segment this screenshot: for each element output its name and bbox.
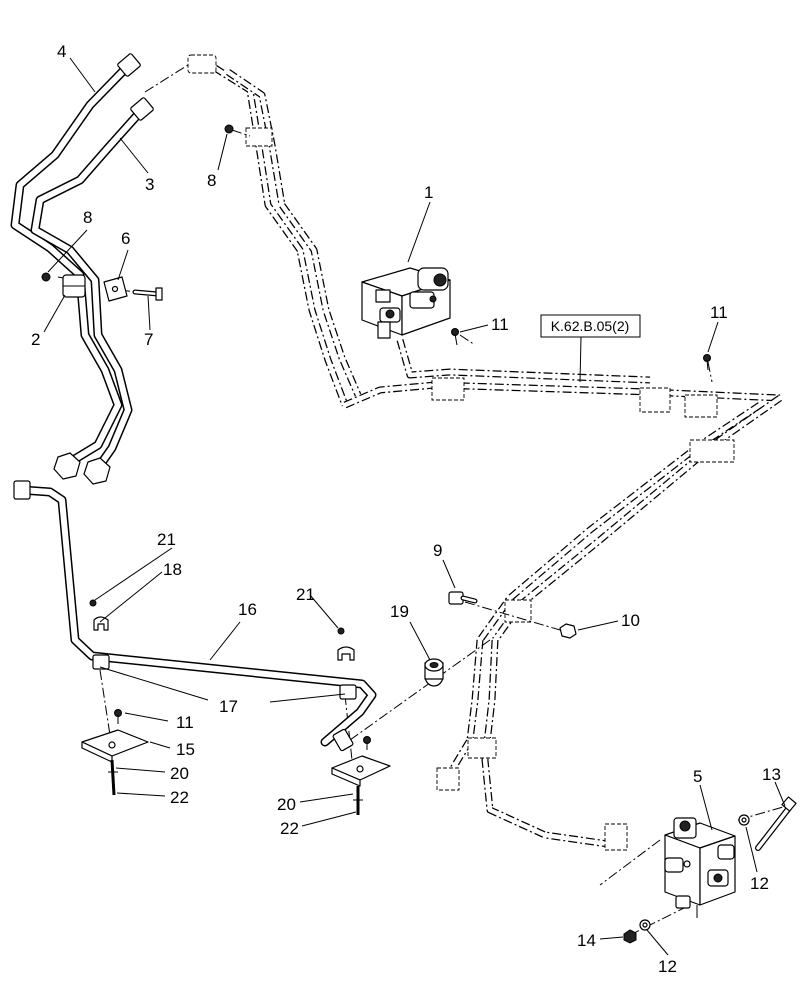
screw-11-right [703, 354, 711, 371]
bolt-13 [755, 796, 797, 851]
steel-tube-4 [10, 53, 141, 480]
leader-lines [43, 57, 786, 956]
nut-8-upper [224, 124, 234, 134]
reference-label: K.62.B.05(2) [551, 318, 630, 334]
spacer-19 [424, 658, 444, 687]
callout-6: 6 [121, 229, 130, 248]
steel-tube-16 [13, 480, 377, 752]
callout-14: 14 [577, 931, 596, 950]
callout-7: 7 [144, 330, 153, 349]
callout-3: 3 [145, 175, 154, 194]
clamp-17-left [92, 654, 110, 670]
callout-12-bottom: 12 [658, 957, 677, 976]
screw-11-upper [451, 328, 459, 346]
nut-21-left [89, 599, 97, 607]
callout-20-right: 20 [277, 795, 296, 814]
nut-8-left [41, 272, 51, 282]
callout-21-left: 21 [157, 530, 176, 549]
clamp-plate-6 [103, 276, 128, 302]
bolt-22-left [108, 759, 118, 796]
callout-12-right: 12 [750, 874, 769, 893]
bolt-9 [448, 591, 478, 605]
callout-18: 18 [163, 560, 182, 579]
phantom-fittings [187, 54, 735, 851]
callout-20-left: 20 [170, 764, 189, 783]
washer-12-bottom [639, 919, 651, 931]
callout-1: 1 [424, 183, 433, 202]
bolt-22-right [353, 786, 363, 815]
callout-11-upper: 11 [491, 315, 509, 334]
callout-13: 13 [762, 765, 781, 784]
callout-2: 2 [31, 330, 40, 349]
callout-9: 9 [433, 541, 442, 560]
callout-17: 17 [219, 697, 238, 716]
callout-11-right: 11 [710, 303, 728, 322]
washer-12-right [738, 814, 750, 826]
callout-8-left: 8 [83, 208, 92, 227]
callout-11-lower: 11 [176, 713, 194, 732]
callout-16: 16 [238, 600, 257, 619]
clamp-17-right [339, 684, 357, 700]
callout-5: 5 [693, 767, 702, 786]
screw-11-lower-right [363, 736, 371, 750]
callout-21-right: 21 [296, 585, 315, 604]
callout-15: 15 [176, 740, 195, 759]
bolt-7 [132, 287, 163, 301]
callout-8-upper: 8 [207, 171, 216, 190]
callout-labels: 4 3 8 8 6 2 7 1 11 11 9 10 19 21 18 16 2… [31, 42, 781, 976]
callout-22-left: 22 [170, 788, 189, 807]
mount-bracket-15-right [331, 755, 391, 787]
nut-10 [559, 623, 577, 639]
nut-21-right [337, 627, 345, 635]
clamp-top-18-right [337, 646, 355, 661]
callout-22-right: 22 [280, 819, 299, 838]
nut-14 [623, 929, 637, 944]
assembly-axis-lines [57, 64, 791, 936]
callout-10: 10 [621, 611, 640, 630]
tube-clamp-2 [62, 274, 86, 298]
reference-box: K.62.B.05(2) [540, 314, 641, 338]
steel-tube-3 [30, 97, 154, 485]
clamp-top-18-left [93, 616, 109, 631]
callout-19: 19 [390, 602, 409, 621]
callout-4: 4 [57, 42, 66, 61]
valve-block-1 [361, 267, 451, 339]
mount-bracket-15-left [81, 729, 149, 763]
valve-block-5 [664, 817, 736, 918]
screw-11-lower [114, 709, 122, 724]
